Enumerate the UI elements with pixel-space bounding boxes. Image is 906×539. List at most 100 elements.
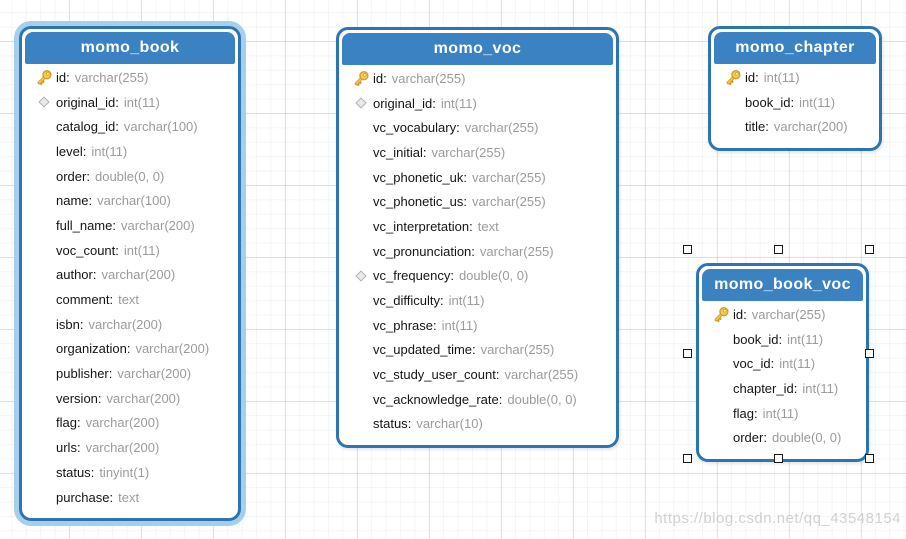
column-type: varchar(200): [85, 440, 160, 456]
column-row[interactable]: orderdouble(0, 0): [25, 164, 235, 189]
column-row[interactable]: id varchar(255): [25, 65, 235, 90]
column-row[interactable]: original_idint(11): [25, 90, 235, 115]
column-row[interactable]: chapter_idint(11): [702, 376, 863, 401]
column-name: voc_count: [56, 243, 119, 258]
column-type: double(0, 0): [507, 391, 577, 407]
column-name: chapter_id: [733, 381, 797, 396]
column-row[interactable]: levelint(11): [25, 139, 235, 164]
column-row[interactable]: urlsvarchar(200): [25, 435, 235, 460]
column-row[interactable]: catalog_idvarchar(100): [25, 114, 235, 139]
column-type: varchar(200): [101, 267, 176, 283]
resize-handle-bottom-center[interactable]: [773, 454, 783, 463]
column-row[interactable]: status tinyint(1): [25, 460, 235, 485]
column-row[interactable]: vc_phraseint(11): [342, 313, 613, 338]
column-row[interactable]: vc_initialvarchar(255): [342, 140, 613, 165]
column-row[interactable]: voc_countint(11): [25, 238, 235, 263]
column-name: book_id: [745, 95, 794, 110]
index-diamond-icon: [349, 270, 373, 282]
column-row[interactable]: vc_phonetic_ukvarchar(255): [342, 165, 613, 190]
column-name: vc_pronunciation: [373, 244, 475, 259]
column-type: int(11): [440, 95, 477, 111]
table-title-momo_chapter[interactable]: momo_chapter: [714, 32, 876, 64]
column-row[interactable]: vc_vocabulary varchar(255): [342, 115, 613, 140]
column-name: title: [745, 119, 769, 134]
column-name: vc_phonetic_uk: [373, 170, 467, 185]
column-row[interactable]: vc_pronunciationvarchar(255): [342, 239, 613, 264]
column-type: varchar(255): [504, 367, 579, 383]
column-type: tinyint(1): [99, 464, 150, 480]
column-row[interactable]: book_idint(11): [702, 327, 863, 352]
primary-key-icon: [349, 70, 373, 87]
column-name: vc_interpretation: [373, 219, 473, 234]
table-title-momo_book[interactable]: momo_book: [25, 32, 235, 64]
resize-handle-mid-left[interactable]: [683, 349, 692, 358]
column-row[interactable]: titlevarchar(200): [714, 114, 876, 139]
primary-key-icon: [721, 69, 745, 86]
column-name: id: [56, 70, 70, 85]
column-type: varchar(200): [117, 366, 192, 382]
column-type: varchar(255): [431, 144, 506, 160]
resize-handle-top-left[interactable]: [683, 245, 692, 254]
column-name: id: [373, 71, 387, 86]
column-row[interactable]: organizationvarchar(200): [25, 337, 235, 362]
column-name: vc_vocabulary: [373, 120, 460, 135]
column-name: original_id: [373, 96, 436, 111]
column-row[interactable]: statusvarchar(10): [342, 412, 613, 437]
table-momo_chapter[interactable]: momo_chapter idint(11)book_idint(11)titl…: [708, 26, 882, 152]
column-name: id: [733, 307, 747, 322]
column-row[interactable]: original_id int(11): [342, 91, 613, 116]
resize-handle-top-right[interactable]: [865, 245, 874, 254]
resize-handle-bottom-left[interactable]: [683, 454, 692, 463]
table-title-momo_book_voc[interactable]: momo_book_voc: [702, 269, 863, 301]
column-name: full_name: [56, 218, 116, 233]
column-row[interactable]: isbnvarchar(200): [25, 312, 235, 337]
column-name: status: [373, 416, 411, 431]
column-row[interactable]: orderdouble(0, 0): [702, 425, 863, 450]
resize-handle-bottom-right[interactable]: [865, 454, 874, 463]
column-row[interactable]: full_namevarchar(200): [25, 213, 235, 238]
table-columns-momo_book_voc: idvarchar(255)book_idint(11)voc_idint(11…: [702, 301, 863, 456]
column-row[interactable]: versionvarchar(200): [25, 386, 235, 411]
column-type: varchar(200): [85, 415, 160, 431]
column-row[interactable]: namevarchar(100): [25, 188, 235, 213]
column-row[interactable]: flagint(11): [702, 401, 863, 426]
column-row[interactable]: publishervarchar(200): [25, 361, 235, 386]
column-row[interactable]: idint(11): [714, 65, 876, 90]
column-type: int(11): [779, 356, 816, 372]
column-name: status: [56, 465, 94, 480]
selection-box: [683, 245, 874, 463]
column-row[interactable]: vc_difficultyint(11): [342, 288, 613, 313]
column-row[interactable]: commenttext: [25, 287, 235, 312]
column-name: vc_difficulty: [373, 293, 444, 308]
resize-handle-top-center[interactable]: [773, 245, 783, 254]
column-name: catalog_id: [56, 119, 119, 134]
table-momo_book[interactable]: momo_book id varchar(255) original_idint(1…: [19, 26, 241, 522]
column-type: text: [118, 292, 140, 308]
table-momo_voc[interactable]: momo_voc id varchar(255) original_id int(11…: [336, 27, 619, 449]
column-name: vc_updated_time: [373, 342, 476, 357]
column-row[interactable]: idvarchar(255): [702, 302, 863, 327]
column-row[interactable]: vc_updated_timevarchar(255): [342, 338, 613, 363]
column-type: varchar(255): [464, 120, 539, 136]
column-row[interactable]: flagvarchar(200): [25, 411, 235, 436]
table-columns-momo_book: idvarchar(255)original_idint(11)catalog_…: [25, 64, 235, 515]
column-type: varchar(255): [74, 69, 149, 85]
column-row[interactable]: vc_phonetic_usvarchar(255): [342, 189, 613, 214]
table-title-momo_voc[interactable]: momo_voc: [342, 33, 613, 65]
column-row[interactable]: purchasetext: [25, 485, 235, 510]
column-row[interactable]: vc_frequencydouble(0, 0): [342, 264, 613, 289]
column-row[interactable]: vc_interpretationtext: [342, 214, 613, 239]
column-row[interactable]: book_idint(11): [714, 90, 876, 115]
column-row[interactable]: vc_acknowledge_ratedouble(0, 0): [342, 387, 613, 412]
column-row[interactable]: voc_idint(11): [702, 351, 863, 376]
column-row[interactable]: authorvarchar(200): [25, 263, 235, 288]
table-momo_book_voc[interactable]: momo_book_voc idvarchar(255)book_idint(1…: [696, 263, 869, 463]
column-row[interactable]: id varchar(255): [342, 66, 613, 91]
column-row[interactable]: vc_study_user_countvarchar(255): [342, 362, 613, 387]
column-name: name: [56, 193, 92, 208]
resize-handle-mid-right[interactable]: [865, 349, 874, 358]
column-name: original_id: [56, 95, 119, 110]
column-type: varchar(255): [391, 70, 466, 86]
column-type: varchar(255): [471, 194, 546, 210]
